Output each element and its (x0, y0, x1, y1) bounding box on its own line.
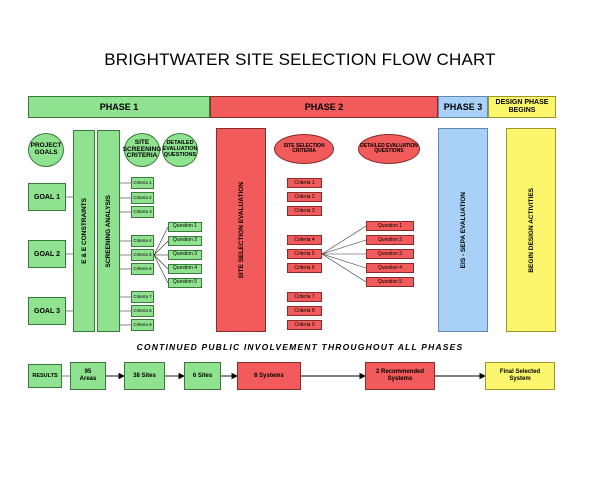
result-38-sites: 38 Sites (124, 362, 165, 390)
phase2-question-1: Question 1 (366, 221, 414, 231)
result-6-sites: 6 Sites (184, 362, 221, 390)
site-selection-criteria-ellipse: SITE SELECTION CRITERIA (274, 134, 334, 164)
phase2-question-3: Question 3 (366, 249, 414, 259)
goal-3-box: GOAL 3 (28, 297, 66, 325)
phase1-question-5: Question 5 (168, 278, 202, 288)
phase1-criteria-1: Criteria 1 (131, 177, 154, 189)
phase2-criteria-9: Criteria 9 (287, 320, 322, 330)
phase1-criteria-5: Criteria 5 (131, 249, 154, 261)
site-selection-evaluation-label: SITE SELECTION EVALUATION (237, 181, 245, 279)
phase1-criteria-7: Criteria 7 (131, 291, 154, 303)
site-screening-criteria-circle: SITE SCREENING CRITERIA (123, 133, 161, 167)
result-2-recommended-systems: 2 Recommended Systems (365, 362, 435, 390)
design-phase-header: DESIGN PHASE BEGINS (488, 96, 556, 118)
project-goals-circle: PROJECT GOALS (28, 133, 64, 167)
ee-constraints-bar: E & E CONSTRAINTS (73, 130, 95, 332)
phase2-criteria-7: Criteria 7 (287, 292, 322, 302)
screening-analysis-bar: SCREENING ANALYSIS (97, 130, 120, 332)
phase-1-header: PHASE 1 (28, 96, 210, 118)
phase1-question-4: Question 4 (168, 264, 202, 274)
results-label-box: RESULTS (28, 364, 62, 388)
begin-design-activities-label: BEGIN DESIGN ACTIVITIES (527, 187, 535, 273)
screening-analysis-label: SCREENING ANALYSIS (105, 194, 112, 268)
phase2-criteria-1: Criteria 1 (287, 178, 322, 188)
phase1-criteria-4: Criteria 4 (131, 235, 154, 247)
goal-2-box: GOAL 2 (28, 240, 66, 268)
phase1-criteria-3: Criteria 3 (131, 206, 154, 218)
phase2-question-2: Question 2 (366, 235, 414, 245)
site-selection-evaluation-bar: SITE SELECTION EVALUATION (216, 128, 266, 332)
phase1-criteria-6: Criteria 6 (131, 263, 154, 275)
phase2-criteria-8: Criteria 8 (287, 306, 322, 316)
chart-title: BRIGHTWATER SITE SELECTION FLOW CHART (104, 50, 496, 69)
phase2-criteria-6: Criteria 6 (287, 263, 322, 273)
phase1-criteria-9: Criteria 9 (131, 319, 154, 331)
begin-design-activities-bar: BEGIN DESIGN ACTIVITIES (506, 128, 556, 332)
phase1-question-3: Question 3 (168, 250, 202, 260)
phase2-criteria-2: Criteria 2 (287, 192, 322, 202)
phase1-question-1: Question 1 (168, 222, 202, 232)
phase1-criteria-8: Criteria 8 (131, 305, 154, 317)
eis-sepa-evaluation-bar: EIS - SEPA EVALUATION (438, 128, 488, 332)
phase2-criteria-3: Criteria 3 (287, 206, 322, 216)
phase2-question-4: Question 4 (366, 263, 414, 273)
eis-sepa-evaluation-label: EIS - SEPA EVALUATION (459, 191, 467, 269)
phase2-question-5: Question 5 (366, 277, 414, 287)
public-involvement-note: CONTINUED PUBLIC INVOLVEMENT THROUGHOUT … (136, 342, 464, 352)
goal-1-box: GOAL 1 (28, 183, 66, 211)
detailed-evaluation-questions-ellipse: DETAILED EVALUATION QUESTIONS (358, 134, 420, 164)
result-95-areas: 95 Areas (70, 362, 106, 390)
ee-constraints-label: E & E CONSTRAINTS (80, 198, 88, 264)
phase-3-header: PHASE 3 (438, 96, 488, 118)
phase2-criteria-4: Criteria 4 (287, 235, 322, 245)
result-6-systems: 6 Systems (237, 362, 301, 390)
result-final-selected-system: Final Selected System (485, 362, 555, 390)
phase1-criteria-2: Criteria 2 (131, 192, 154, 204)
phase1-question-2: Question 2 (168, 236, 202, 246)
phase-2-header: PHASE 2 (210, 96, 438, 118)
detailed-evaluation-questions-circle: DETAILED EVALUATION QUESTIONS (162, 133, 198, 167)
phase2-criteria-5: Criteria 5 (287, 249, 322, 259)
